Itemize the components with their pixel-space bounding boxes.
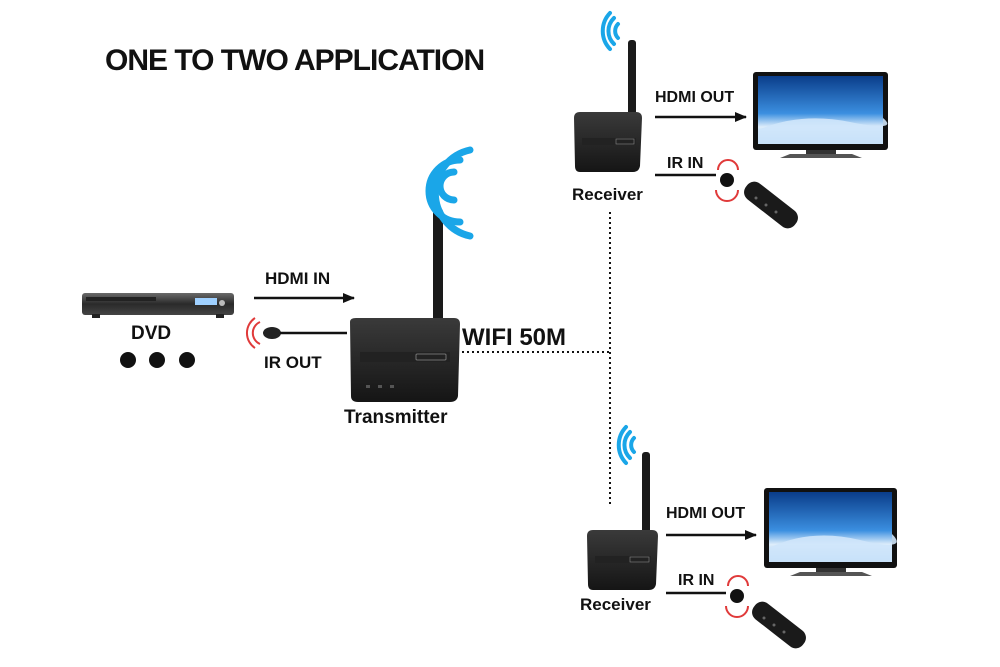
receiver-2-wifi-signal-icon [616, 425, 636, 465]
receiver-2-hdmi-out-label: HDMI OUT [666, 505, 745, 522]
transmitter-wifi-signal-icon [425, 146, 474, 240]
ir-emitter-icon [246, 317, 347, 349]
receiver-1-tv-icon [753, 72, 888, 158]
receiver-2-ir-in-label: IR IN [678, 572, 714, 589]
hdmi-in-label: HDMI IN [265, 269, 330, 288]
ir-out-label: IR OUT [264, 353, 322, 372]
receiver-2-ir-sensor-icon [725, 575, 749, 618]
receiver-1-label: Receiver [572, 185, 643, 204]
receiver-1-ir-in-label: IR IN [667, 155, 703, 172]
transmitter-label: Transmitter [344, 407, 448, 428]
receiver-2-tv-icon [764, 488, 897, 576]
transmitter-device-icon [350, 208, 460, 402]
receiver-1-remote-control-icon [744, 181, 798, 229]
receiver-1-device-icon [574, 40, 642, 172]
receiver-2-remote-control-icon [752, 601, 806, 649]
receiver-1-wifi-signal-icon [600, 11, 620, 51]
receiver-1-hdmi-out-label: HDMI OUT [655, 89, 734, 106]
dvd-remote-dots [120, 352, 195, 368]
dvd-player-icon [82, 293, 234, 318]
receiver-1-ir-sensor-icon [715, 159, 739, 202]
wifi-link-label: WIFI 50M [462, 324, 566, 351]
receiver-2-label: Receiver [580, 595, 651, 614]
diagram-title: ONE TO TWO APPLICATION [105, 44, 484, 77]
dvd-label: DVD [131, 323, 171, 344]
receiver-2-device-icon [587, 452, 658, 590]
